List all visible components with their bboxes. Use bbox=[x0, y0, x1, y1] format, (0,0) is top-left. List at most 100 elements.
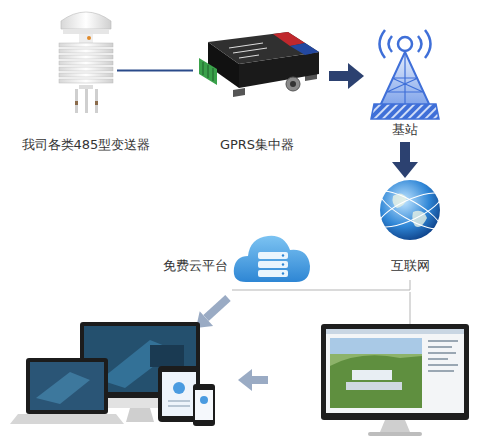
base-station-art bbox=[368, 22, 442, 138]
illustration-part bbox=[380, 52, 430, 106]
illustration-part bbox=[126, 408, 154, 422]
illustration-part bbox=[199, 58, 217, 85]
connector bbox=[312, 280, 410, 290]
illustration-part bbox=[208, 65, 209, 78]
illustration-part bbox=[234, 236, 310, 282]
illustration-part bbox=[87, 36, 91, 40]
illustration-part bbox=[59, 55, 113, 59]
illustration-part bbox=[428, 352, 456, 354]
illustration-part bbox=[162, 372, 196, 416]
illustration-part bbox=[213, 68, 214, 81]
illustration-part bbox=[232, 290, 312, 291]
illustration-part bbox=[368, 432, 422, 436]
illustration-part bbox=[330, 338, 422, 354]
gprs-concentrator-art bbox=[193, 28, 321, 113]
illustration-part bbox=[206, 298, 228, 318]
illustration-part bbox=[208, 32, 319, 64]
illustration-part bbox=[203, 62, 204, 75]
base-station: 基站 bbox=[368, 22, 442, 138]
sensor-transmitter: 我司各类485型变送器 bbox=[55, 5, 117, 117]
illustration-part bbox=[59, 49, 113, 53]
illustration-part bbox=[290, 43, 319, 55]
illustration-part bbox=[346, 382, 402, 390]
illustration-part bbox=[258, 270, 288, 277]
connector-line bbox=[312, 280, 410, 290]
illustration-part bbox=[200, 396, 208, 404]
illustration-part bbox=[330, 355, 422, 408]
node-label: 免费云平台 bbox=[152, 258, 228, 274]
illustration-part bbox=[36, 372, 90, 404]
illustration-part bbox=[59, 67, 113, 71]
node-label: GPRS集中器 bbox=[183, 137, 331, 153]
illustration-part bbox=[168, 405, 190, 407]
illustration-part bbox=[168, 400, 190, 402]
illustration-part bbox=[425, 30, 431, 58]
illustration-part bbox=[282, 272, 284, 274]
illustration-part bbox=[282, 254, 284, 256]
illustration-part bbox=[428, 340, 458, 342]
illustration-part bbox=[410, 292, 411, 325]
illustration-part bbox=[238, 369, 252, 391]
illustration-part bbox=[229, 43, 263, 48]
illustration-part bbox=[61, 12, 111, 29]
illustration-part bbox=[79, 85, 93, 89]
illustration-part bbox=[376, 185, 444, 235]
illustration-part bbox=[233, 48, 267, 53]
illustration-part bbox=[63, 29, 109, 34]
illustration-part bbox=[389, 36, 393, 52]
illustration-part bbox=[371, 104, 439, 119]
illustration-part bbox=[393, 193, 408, 208]
illustration-part bbox=[59, 73, 113, 77]
illustration-part bbox=[258, 252, 288, 259]
node-label: 我司各类485型变送器 bbox=[8, 137, 164, 153]
illustration-part bbox=[26, 358, 108, 414]
illustration-part bbox=[428, 370, 454, 372]
illustration-part bbox=[380, 30, 386, 58]
illustration-part bbox=[195, 390, 213, 420]
illustration-part bbox=[387, 52, 423, 106]
illustration-part bbox=[286, 77, 300, 91]
illustration-part bbox=[59, 43, 113, 47]
illustration-part bbox=[173, 382, 185, 394]
illustration-part bbox=[428, 346, 452, 348]
gprs-concentrator: GPRS集中器 bbox=[193, 28, 321, 113]
arrow-head bbox=[348, 63, 364, 89]
illustration-part bbox=[375, 187, 445, 234]
illustration-part bbox=[418, 36, 422, 52]
illustration-part bbox=[428, 358, 448, 360]
illustration-part bbox=[398, 37, 412, 51]
illustration-part bbox=[326, 329, 464, 334]
illustration-part bbox=[326, 329, 464, 413]
illustration-part bbox=[85, 89, 88, 113]
internet-globe: 互联网 bbox=[375, 178, 445, 280]
connector bbox=[329, 63, 364, 89]
connector-line bbox=[117, 70, 193, 72]
illustration-part bbox=[380, 420, 410, 432]
illustration-part bbox=[75, 101, 78, 105]
illustration-part bbox=[258, 261, 288, 268]
illustration-part bbox=[380, 180, 440, 240]
connector-line bbox=[400, 142, 410, 162]
illustration-part bbox=[352, 370, 392, 380]
illustration-part bbox=[290, 81, 296, 87]
illustration-part bbox=[321, 324, 469, 420]
connector bbox=[117, 70, 193, 71]
illustration-part bbox=[239, 55, 259, 58]
illustration-part bbox=[330, 338, 422, 408]
illustration-part bbox=[95, 101, 98, 105]
illustration-part bbox=[428, 364, 458, 366]
illustration-part bbox=[30, 362, 104, 410]
illustration-part bbox=[59, 79, 113, 83]
illustration-part bbox=[10, 414, 124, 424]
connector bbox=[392, 142, 418, 178]
cloud-platform-art bbox=[232, 222, 312, 292]
node-label: 互联网 bbox=[370, 258, 450, 274]
illustration-part bbox=[193, 384, 215, 426]
illustration-part bbox=[273, 32, 305, 46]
illustration-part bbox=[233, 88, 245, 97]
cloud-platform: 免费云平台 bbox=[232, 222, 312, 292]
illustration-part bbox=[251, 376, 268, 384]
connector-line bbox=[329, 71, 348, 81]
